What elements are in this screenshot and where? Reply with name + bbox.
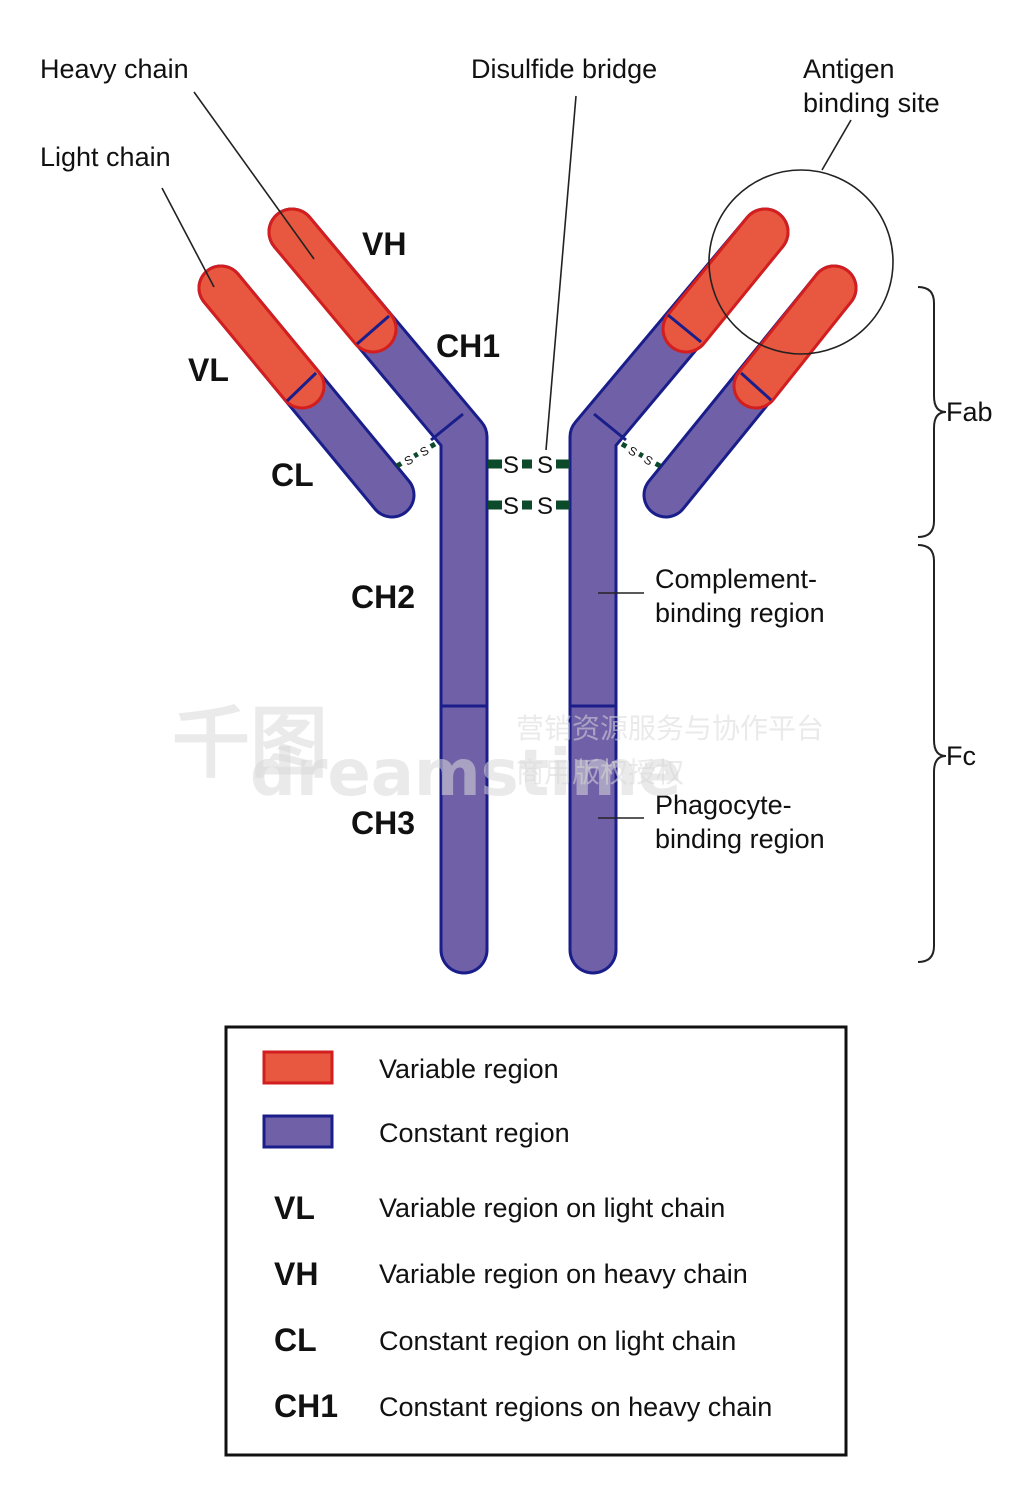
complement-label-line2: binding region	[655, 598, 825, 628]
sulfur-label: S	[626, 443, 640, 459]
legend-text-ch1: Constant regions on heavy chain	[379, 1392, 772, 1422]
legend-frame	[224, 1025, 848, 1457]
vl-label: VL	[188, 352, 229, 388]
legend-swatch-variable	[262, 1050, 334, 1085]
watermark: 千图 dreamstime 营销资源服务与协作平台 商用版权授权	[172, 699, 824, 811]
sulfur-label: S	[503, 493, 519, 520]
legend: Variable region Constant region VL Varia…	[224, 1025, 848, 1457]
phagocyte-label-line1: Phagocyte-	[655, 790, 792, 820]
legend-text-cl: Constant region on light chain	[379, 1326, 736, 1356]
antigen-binding-circle	[708, 169, 894, 355]
sulfur-label: S	[417, 443, 431, 459]
sulfur-label: S	[503, 452, 519, 479]
disulfide-bonds-hinge: S S S S	[488, 452, 570, 520]
disulfide-bridge-label: Disulfide bridge	[471, 54, 657, 84]
sulfur-label: S	[537, 493, 553, 520]
legend-text-variable: Variable region	[379, 1054, 559, 1084]
ch2-label: CH2	[351, 579, 415, 615]
antigen-label-line1: Antigen	[803, 54, 895, 84]
heavy-chain-label: Heavy chain	[40, 54, 189, 84]
fc-brace	[917, 544, 947, 963]
left-light-chain	[197, 264, 416, 519]
disulfide-bonds-light-heavy-right: S S	[620, 441, 662, 468]
fc-label: Fc	[946, 741, 976, 771]
legend-abbr-vh: VH	[274, 1256, 318, 1292]
sulfur-label: S	[537, 452, 553, 479]
watermark-cn-line2: 商用版权授权	[516, 756, 684, 789]
phagocyte-label-line2: binding region	[655, 824, 825, 854]
light-chain-label: Light chain	[40, 142, 171, 172]
vh-label: VH	[362, 226, 406, 262]
cl-label: CL	[271, 457, 314, 493]
legend-swatch-constant	[262, 1114, 334, 1149]
ch1-label: CH1	[436, 328, 500, 364]
legend-text-vl: Variable region on light chain	[379, 1193, 725, 1223]
leader-lines	[161, 91, 852, 819]
legend-abbr-ch1: CH1	[274, 1388, 338, 1424]
complement-label-line1: Complement-	[655, 564, 817, 594]
fab-label: Fab	[946, 397, 993, 427]
watermark-logo-en: dreamstime	[250, 737, 681, 811]
legend-abbr-vl: VL	[274, 1190, 315, 1226]
legend-text-vh: Variable region on heavy chain	[379, 1259, 748, 1289]
legend-abbr-cl: CL	[274, 1322, 317, 1358]
left-heavy-chain	[267, 207, 489, 975]
fab-brace	[917, 286, 947, 538]
right-light-chain	[642, 264, 858, 519]
antigen-label-line2: binding site	[803, 88, 940, 118]
disulfide-bonds-light-heavy-left: S S	[395, 441, 437, 468]
watermark-logo-cn: 千图	[172, 699, 328, 789]
watermark-cn-line1: 营销资源服务与协作平台	[516, 712, 824, 745]
right-heavy-chain	[568, 207, 790, 975]
legend-text-constant: Constant region	[379, 1118, 570, 1148]
ch3-label: CH3	[351, 805, 415, 841]
